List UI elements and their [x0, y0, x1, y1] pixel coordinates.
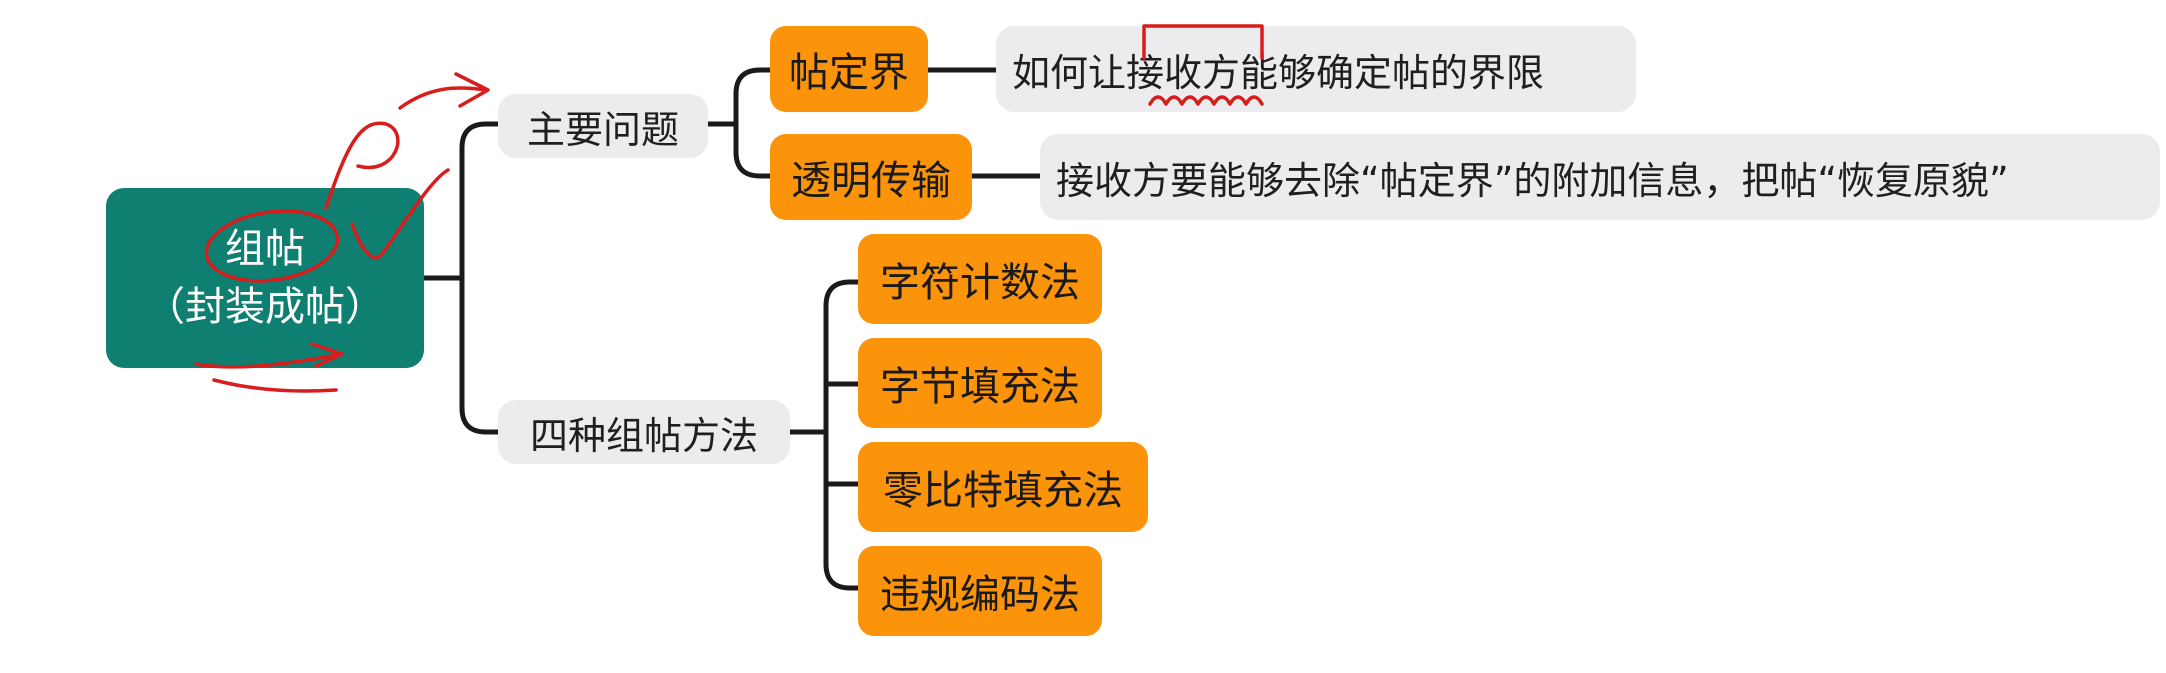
method-byte-stuffing[interactable]: 字节填充法	[858, 338, 1102, 428]
note-frame-delimiting[interactable]: 如何让接收方能够确定帖的界限	[996, 26, 1636, 112]
connector-main-transparent	[733, 121, 773, 179]
branch-four-methods-label: 四种组帖方法	[529, 413, 758, 458]
root-title: 组帖	[225, 226, 305, 272]
method-code-violation[interactable]: 违规编码法	[858, 546, 1102, 636]
connector-method-4	[823, 561, 861, 591]
method-char-count[interactable]: 字符计数法	[858, 234, 1102, 324]
branch-main-problem[interactable]: 主要问题	[498, 94, 708, 158]
branch-four-methods[interactable]: 四种组帖方法	[498, 400, 790, 464]
connector-main-delim	[733, 67, 773, 127]
node-frame-delimiting-label: 帖定界	[789, 50, 909, 96]
note-frame-delimiting-text: 如何让接收方能够确定帖的界限	[1012, 50, 1545, 95]
node-transparent-transmission-label: 透明传输	[791, 158, 951, 204]
node-frame-delimiting[interactable]: 帖定界	[770, 26, 928, 112]
branch-main-problem-label: 主要问题	[526, 107, 679, 152]
method-char-count-label: 字符计数法	[880, 260, 1080, 306]
node-transparent-transmission[interactable]: 透明传输	[770, 134, 972, 220]
connector-root-main	[459, 121, 501, 281]
note-transparent-transmission[interactable]: 接收方要能够去除“帖定界”的附加信息，把帖“恢复原貌”	[1040, 134, 2160, 220]
connector-root-methods	[459, 275, 501, 435]
connector-method-1	[823, 279, 861, 309]
method-zero-bit-stuffing-label: 零比特填充法	[883, 468, 1123, 514]
method-code-violation-label: 违规编码法	[880, 572, 1080, 618]
note-transparent-transmission-text: 接收方要能够去除“帖定界”的附加信息，把帖“恢复原貌”	[1056, 158, 2009, 203]
root-subtitle: （封装成帖）	[145, 284, 385, 330]
root-node[interactable]: 组帖 （封装成帖）	[106, 188, 424, 368]
method-zero-bit-stuffing[interactable]: 零比特填充法	[858, 442, 1148, 532]
method-byte-stuffing-label: 字节填充法	[880, 364, 1080, 410]
